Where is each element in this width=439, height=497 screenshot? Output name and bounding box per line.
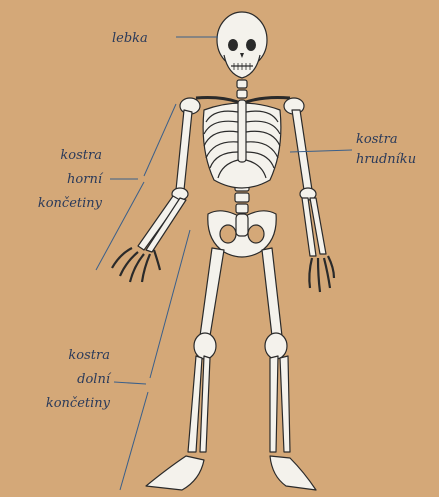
lower-limb-line-2: dolní [46,368,110,392]
upper-limb-line-2: horní [38,168,102,192]
upper-limb-label: kostra horní končetiny [38,144,102,216]
lower-limb-label: kostra dolní končetiny [46,344,110,416]
skull [217,12,267,78]
chest-line-2: hrudníku [356,150,416,170]
lower-limb-line-3: končetiny [46,392,110,416]
ribcage [203,100,281,188]
right-arm [292,110,334,292]
lower-limb-line-1: kostra [46,344,110,368]
chest-line-1: kostra [356,130,416,150]
left-arm [112,110,192,282]
chest-label: kostra hrudníku [356,130,416,170]
right-leg [262,248,316,490]
skull-label-text: lebka [112,30,148,48]
skull-label: lebka [112,30,148,48]
upper-limb-line-1: kostra [38,144,102,168]
upper-limb-line-3: končetiny [38,192,102,216]
left-leg [146,248,224,490]
